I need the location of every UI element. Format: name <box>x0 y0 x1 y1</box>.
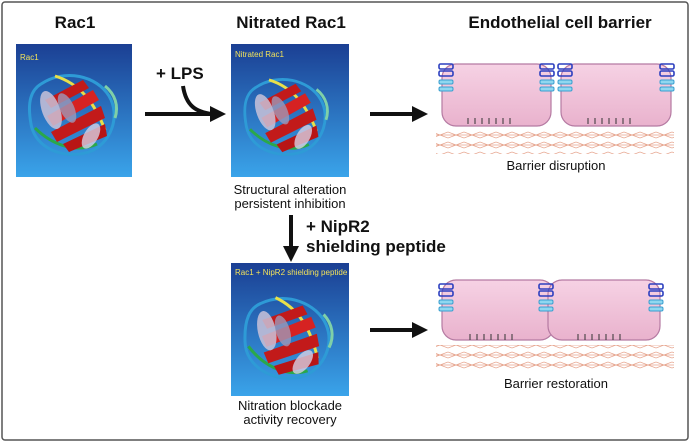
rac1-heading: Rac1 <box>54 13 96 32</box>
barrier-arrow-top <box>370 106 428 122</box>
nipr2-label-line1: + NipR2 <box>306 217 370 236</box>
nitrated-caption-line1: Structural alteration <box>233 182 347 197</box>
treated-caption-line1: Nitration blockade <box>237 398 343 413</box>
treated-rac1-structure-panel <box>231 263 349 396</box>
rac1-panel-label: Rac1 <box>20 53 39 62</box>
nipr2-arrow <box>283 215 299 262</box>
barrier-disruption-cells <box>436 63 675 154</box>
barrier-restoration-cells <box>436 279 674 369</box>
nitrated-panel-label: Nitrated Rac1 <box>235 50 284 59</box>
nitrated-rac1-structure-panel <box>231 44 349 177</box>
rac1-structure-panel <box>16 44 132 177</box>
lps-arrow <box>145 85 226 122</box>
endothelial-barrier-heading: Endothelial cell barrier <box>468 13 652 32</box>
barrier-disruption-caption: Barrier disruption <box>506 158 606 173</box>
treated-caption-line2: activity recovery <box>243 412 337 427</box>
barrier-arrow-bottom <box>370 322 428 338</box>
treated-panel-label: Rac1 + NipR2 shielding peptide <box>235 268 348 277</box>
nitrated-rac1-heading: Nitrated Rac1 <box>236 13 346 32</box>
nitrated-caption-line2: persistent inhibition <box>234 196 346 211</box>
barrier-restoration-caption: Barrier restoration <box>503 376 609 391</box>
nipr2-label-line2: shielding peptide <box>306 237 446 256</box>
lps-label: + LPS <box>156 64 204 83</box>
